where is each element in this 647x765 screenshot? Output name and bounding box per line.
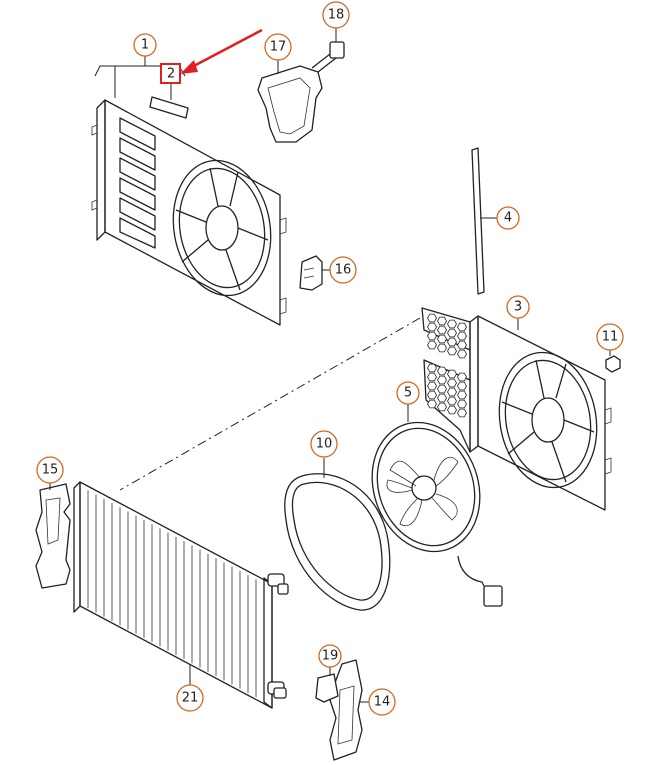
hex-cell <box>447 337 457 347</box>
hex-cell <box>437 325 447 335</box>
hex-cell <box>447 387 457 397</box>
hex-cell <box>427 381 437 391</box>
hex-cell <box>427 363 437 373</box>
callout-label: 4 <box>504 211 512 226</box>
hex-cell <box>427 399 437 409</box>
fan-part-5 <box>371 404 503 607</box>
callout-10[interactable]: 10 <box>310 430 338 458</box>
hex-cell <box>447 369 457 379</box>
callout-label: 16 <box>335 263 352 278</box>
callout-label: 15 <box>42 463 59 478</box>
hex-cell <box>427 313 437 323</box>
hex-cell <box>437 343 447 353</box>
callout-15[interactable]: 15 <box>36 456 64 484</box>
hex-cell <box>447 319 457 329</box>
hex-cell <box>457 349 467 359</box>
shroud-slats <box>119 117 156 249</box>
callout-2[interactable]: 2 <box>160 63 181 84</box>
callout-label: 5 <box>404 386 412 401</box>
hex-cell <box>437 393 447 403</box>
hex-cell <box>447 346 457 356</box>
hex-cell <box>437 402 447 412</box>
hex-cell <box>427 372 437 382</box>
label-strip-part-2 <box>149 96 189 119</box>
callout-21[interactable]: 21 <box>176 684 204 712</box>
hex-cell <box>447 396 457 406</box>
callout-label: 11 <box>602 330 619 345</box>
bracket-part-15 <box>35 482 71 589</box>
callout-17[interactable]: 17 <box>264 33 292 61</box>
hex-cell <box>447 328 457 338</box>
radiator-part-21 <box>73 481 289 709</box>
bolt-part-18 <box>311 28 345 73</box>
bracket-part-14 <box>329 659 370 761</box>
hex-cell <box>457 331 467 341</box>
hex-grid-panel <box>421 307 471 453</box>
seal-strip-part-4 <box>471 147 497 295</box>
hex-cell <box>427 390 437 400</box>
callout-label: 19 <box>322 649 339 664</box>
lower-fan-shroud <box>421 307 612 511</box>
hex-cell <box>437 375 447 385</box>
callout-label: 3 <box>514 300 522 315</box>
callout-label: 18 <box>328 8 345 23</box>
sensor-part-19 <box>315 666 339 703</box>
hex-cell <box>427 322 437 332</box>
hex-cell <box>457 390 467 400</box>
hex-cell <box>437 366 447 376</box>
hex-cell <box>427 340 437 350</box>
hex-cell <box>437 334 447 344</box>
hex-cell <box>437 384 447 394</box>
bracket-part-17 <box>257 60 323 143</box>
callout-4[interactable]: 4 <box>496 206 520 230</box>
callout-1[interactable]: 1 <box>133 33 157 57</box>
hex-cell <box>447 378 457 388</box>
hex-cell <box>437 316 447 326</box>
hex-cell <box>447 405 457 415</box>
clip-part-16 <box>299 255 334 291</box>
leader-1 <box>94 65 145 77</box>
callout-16[interactable]: 16 <box>329 256 357 284</box>
callout-19[interactable]: 19 <box>318 644 342 668</box>
alignment-line <box>119 317 421 491</box>
hex-cell <box>457 372 467 382</box>
hex-cell <box>457 399 467 409</box>
callout-11[interactable]: 11 <box>596 323 624 351</box>
callout-label: 21 <box>182 691 199 706</box>
callout-label: 1 <box>141 38 149 53</box>
callout-5[interactable]: 5 <box>396 381 420 405</box>
ring-part-10 <box>284 458 391 611</box>
callout-label: 14 <box>374 695 391 710</box>
callout-14[interactable]: 14 <box>368 688 396 716</box>
upper-fan-shroud <box>91 99 287 326</box>
hex-cell <box>427 331 437 341</box>
hex-cell <box>457 340 467 350</box>
hex-cell <box>457 381 467 391</box>
callout-18[interactable]: 18 <box>322 1 350 29</box>
callout-3[interactable]: 3 <box>506 295 530 319</box>
hex-cell <box>457 322 467 332</box>
callout-label: 10 <box>316 437 333 452</box>
highlight-arrow <box>180 28 263 74</box>
nut-part-11 <box>605 350 621 373</box>
callout-label: 2 <box>167 67 175 82</box>
callout-label: 17 <box>270 40 287 55</box>
hex-cell <box>457 408 467 418</box>
